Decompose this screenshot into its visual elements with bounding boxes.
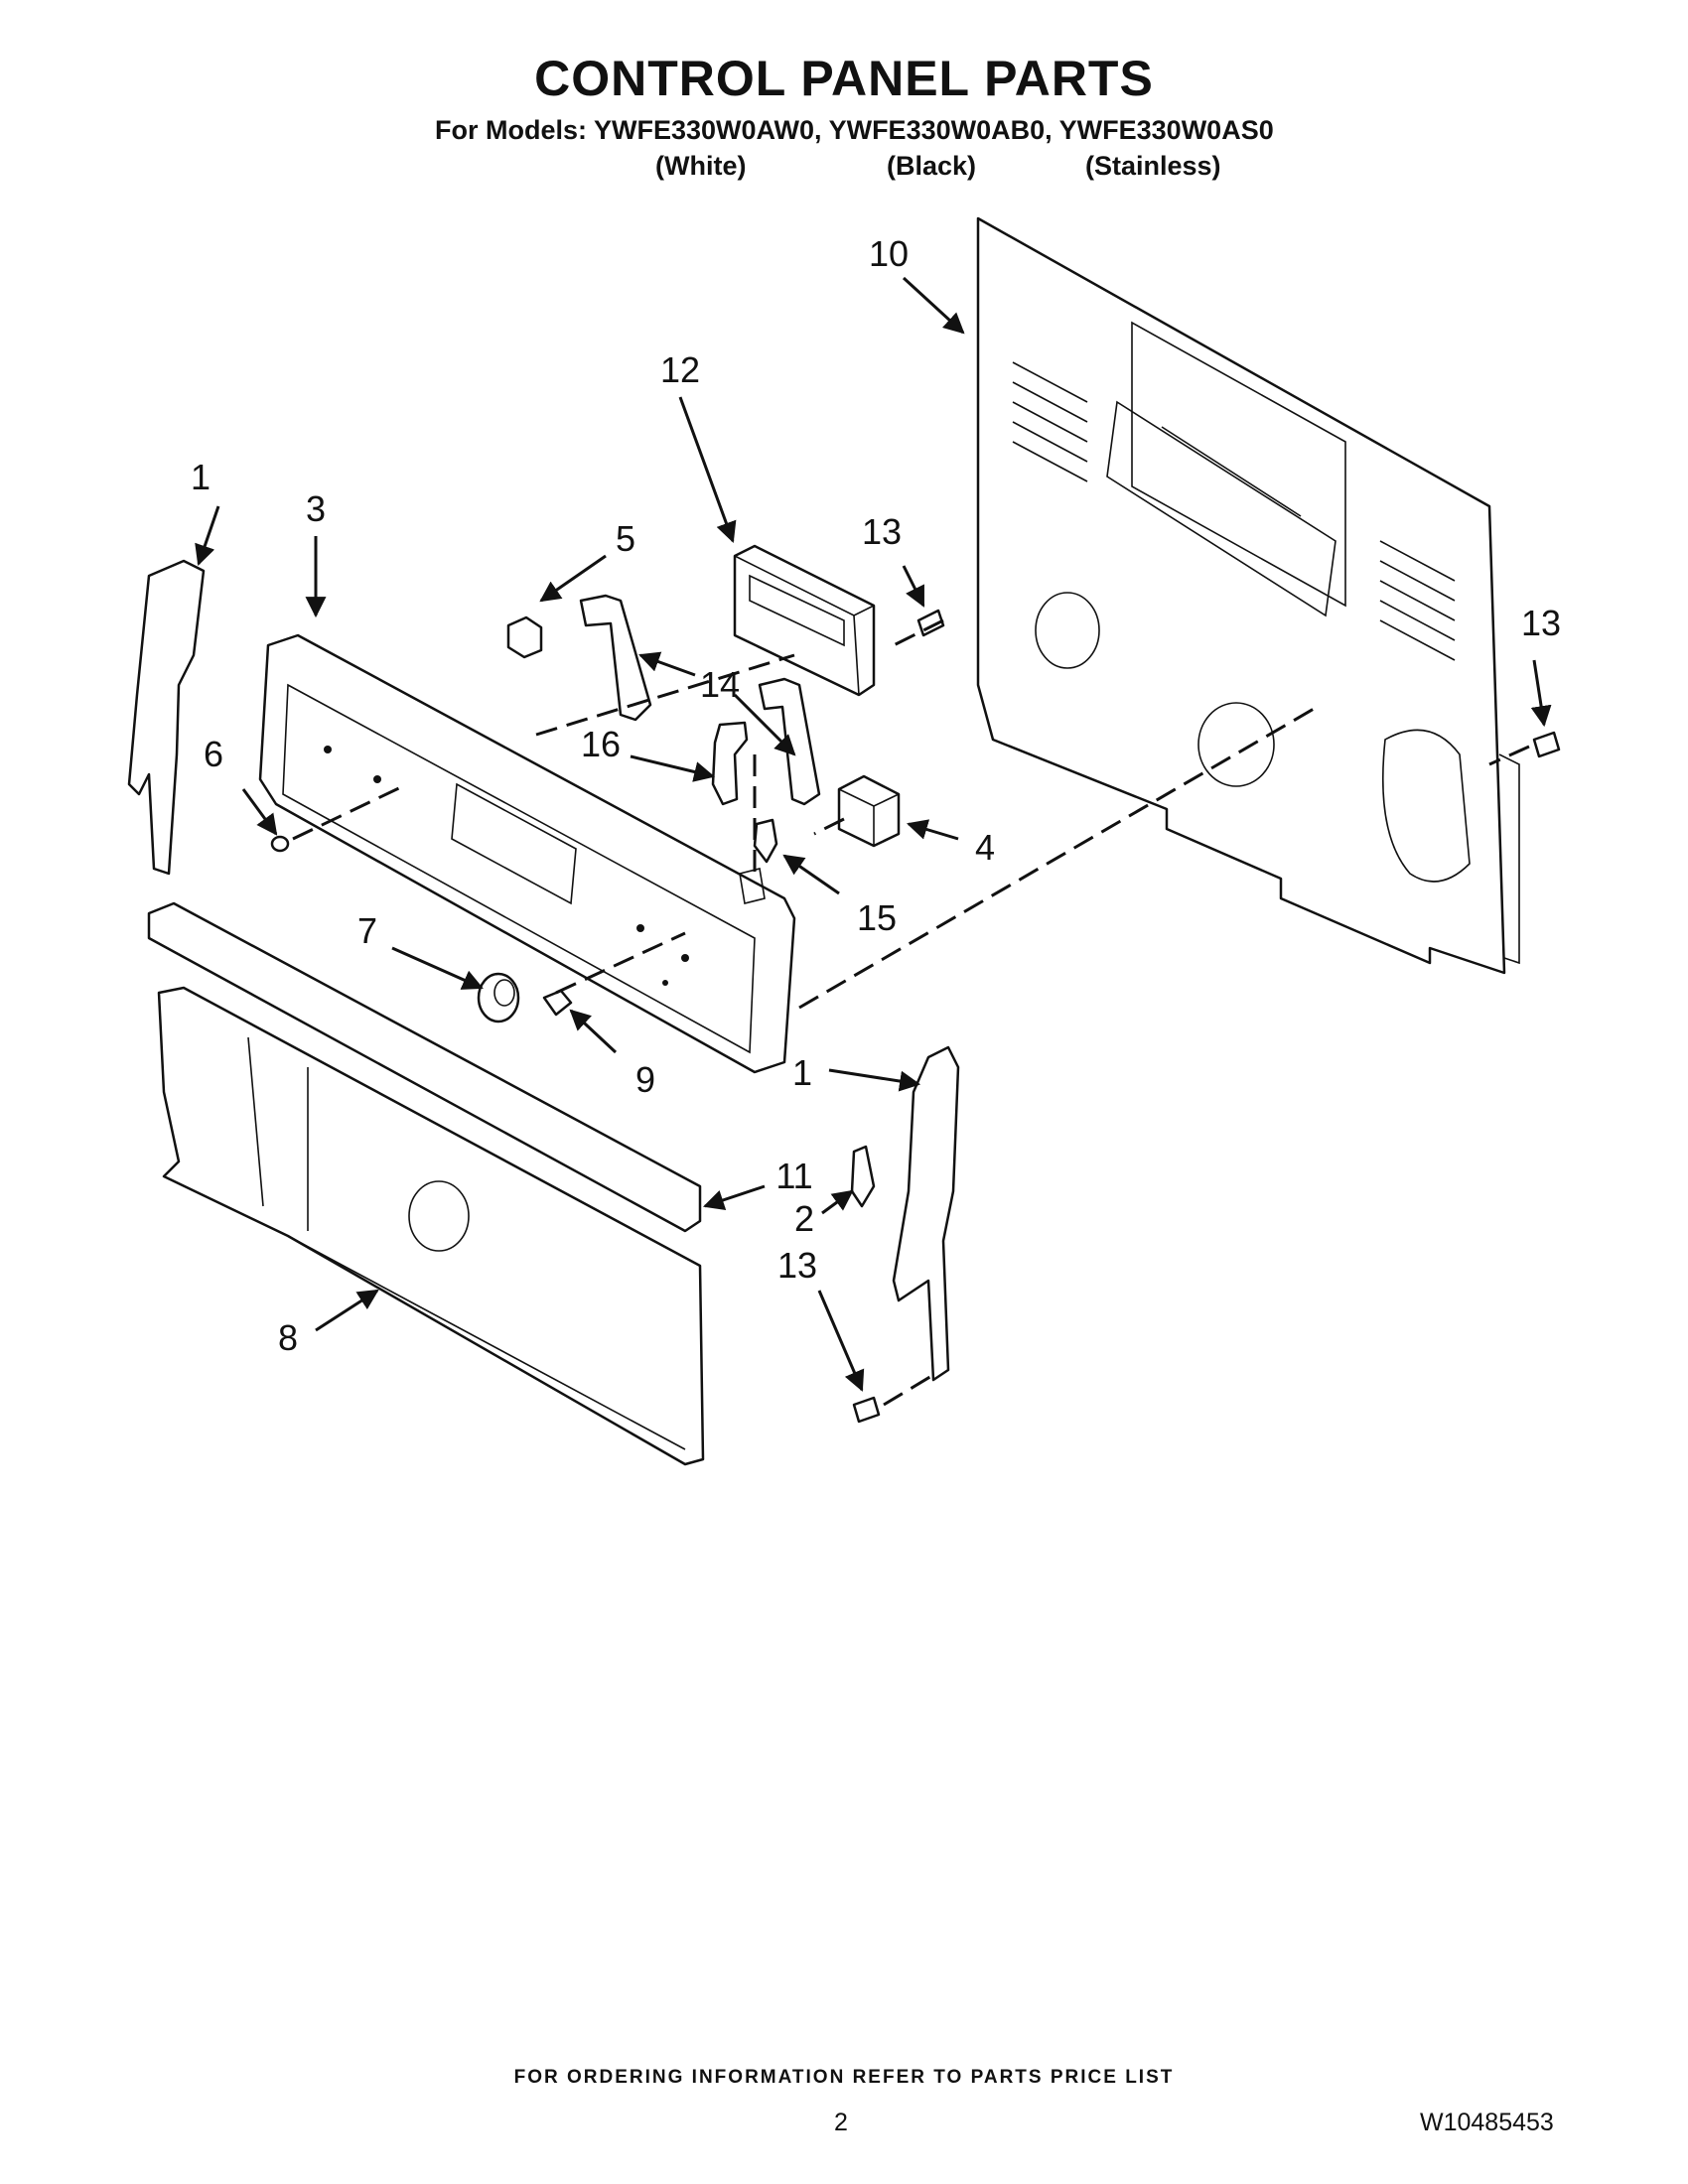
callout-1-right: 1: [792, 1052, 812, 1093]
page-number: 2: [834, 2109, 848, 2136]
variant-black: (Black): [887, 151, 977, 181]
callout-13-right: 13: [1521, 603, 1561, 643]
assembly-lines: [292, 618, 1530, 1407]
leader-arrows: [195, 276, 1552, 1392]
callout-10: 10: [869, 233, 909, 274]
part-14-bracket-right: [758, 677, 821, 806]
part-15-plug: [753, 818, 778, 864]
variant-stainless: (Stainless): [1085, 151, 1221, 181]
part-6-screw: [270, 835, 290, 853]
part-10-rear-panel: [976, 216, 1520, 975]
callout-1-left: 1: [191, 457, 211, 497]
models-line: For Models: YWFE330W0AW0, YWFE330W0AB0, …: [435, 115, 1274, 145]
part-11-trim: [147, 901, 702, 1233]
callout-5: 5: [616, 518, 635, 559]
part-1-end-cap-left: [127, 559, 206, 876]
callout-13-top: 13: [862, 511, 902, 552]
callout-3: 3: [306, 488, 326, 529]
callout-7: 7: [357, 910, 377, 951]
callout-13-bottom: 13: [777, 1245, 817, 1286]
variant-white: (White): [655, 151, 747, 181]
part-3-console: [258, 633, 796, 1074]
document-number: W10485453: [1420, 2109, 1554, 2136]
ordering-note: FOR ORDERING INFORMATION REFER TO PARTS …: [513, 2067, 1175, 2088]
page-title: CONTROL PANEL PARTS: [534, 51, 1154, 106]
part-1-end-cap-right: [892, 1045, 960, 1382]
callout-6: 6: [204, 734, 223, 774]
part-5-switch: [506, 615, 543, 659]
callout-12: 12: [660, 349, 700, 390]
part-13-screw-right: [1532, 731, 1561, 758]
callout-8: 8: [278, 1317, 298, 1358]
part-2-clip: [850, 1145, 876, 1208]
callout-9: 9: [635, 1059, 655, 1100]
part-8-lower-panel: [157, 986, 705, 1466]
part-14-bracket-left: [579, 594, 652, 722]
part-13-screw-bottom: [852, 1396, 881, 1424]
callout-2: 2: [794, 1198, 814, 1239]
callout-4: 4: [975, 827, 995, 868]
callout-16: 16: [581, 724, 621, 764]
callout-15: 15: [857, 897, 897, 938]
part-12-control-box: [733, 544, 876, 697]
callout-11: 11: [775, 1156, 812, 1196]
callout-14: 14: [700, 664, 740, 705]
part-4-block: [837, 774, 901, 848]
part-16-wire-harness: [711, 721, 749, 806]
part-7-knob: [477, 972, 520, 1024]
part-9-stem: [542, 989, 573, 1017]
